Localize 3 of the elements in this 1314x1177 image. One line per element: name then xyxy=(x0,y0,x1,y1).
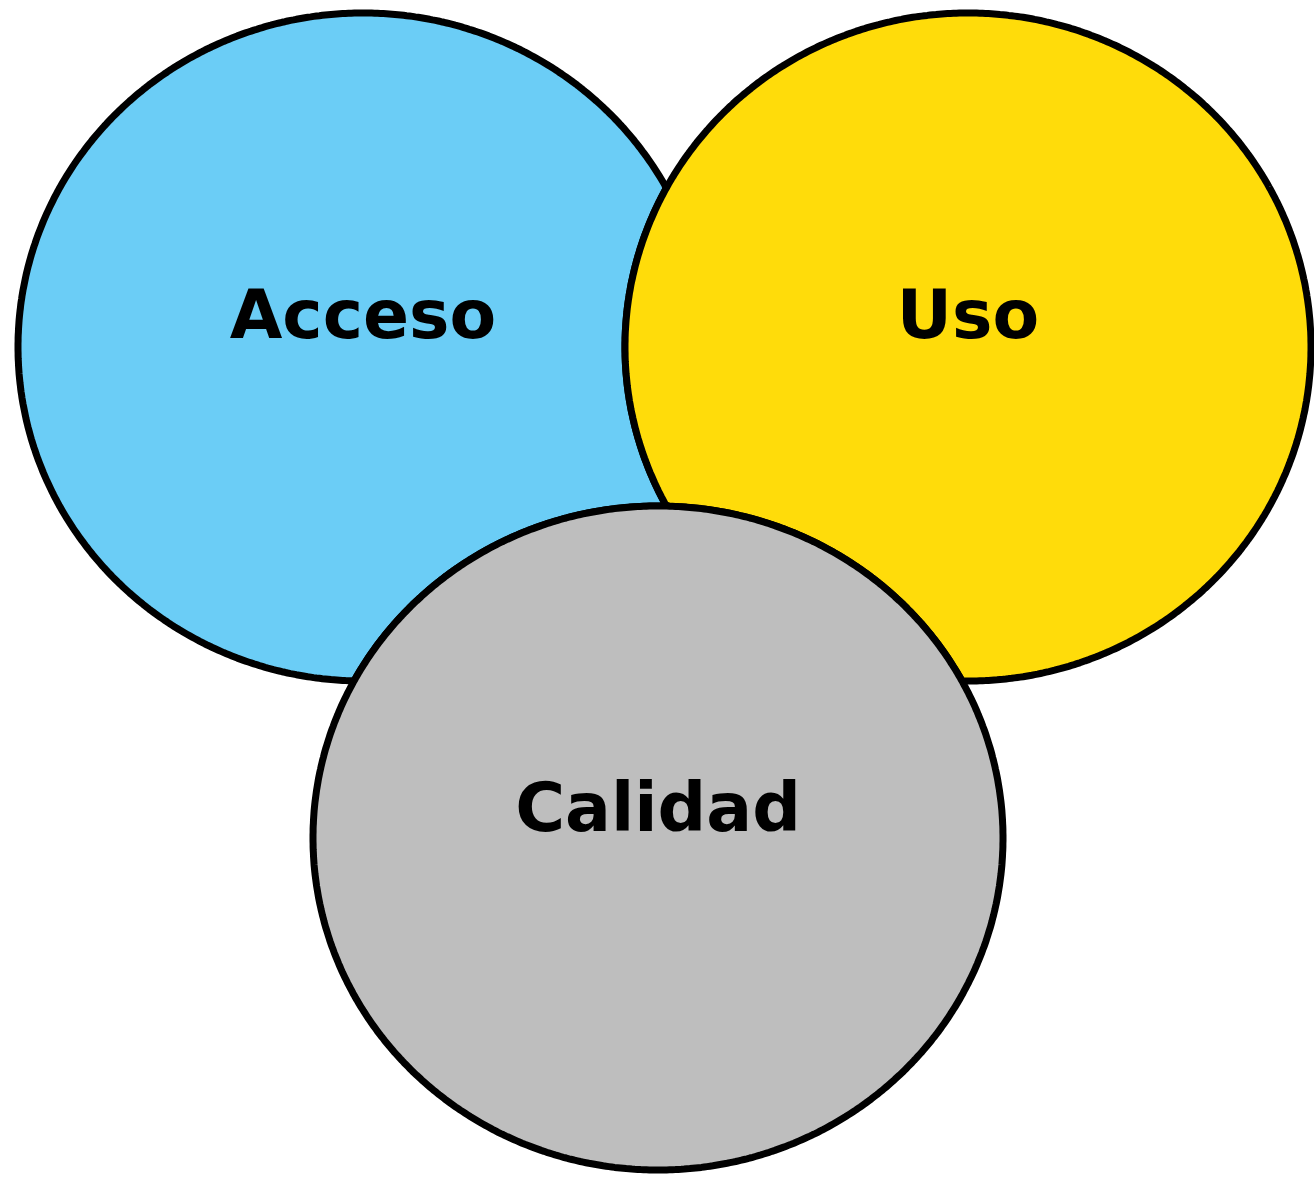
circle-label: Uso xyxy=(896,275,1040,354)
circle-label: Acceso xyxy=(229,275,497,354)
circle-label: Calidad xyxy=(515,768,801,847)
